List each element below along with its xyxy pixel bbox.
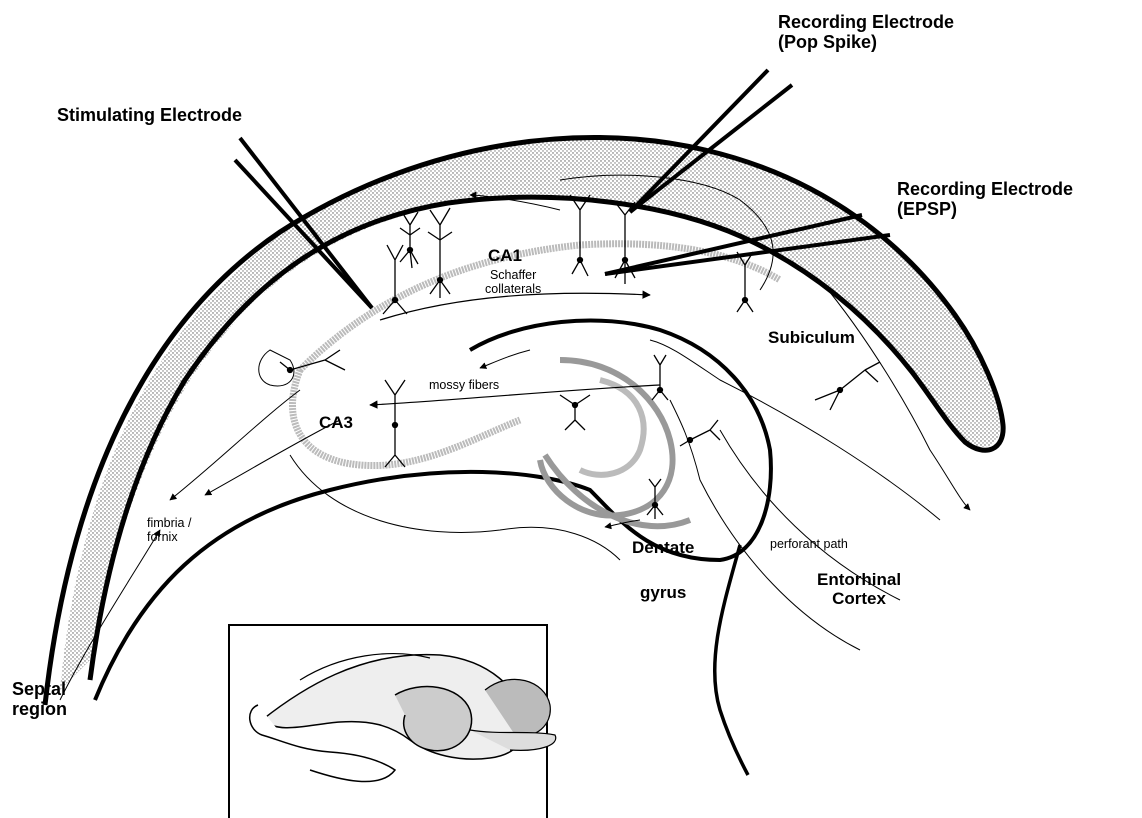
granule-layer-2 <box>580 380 644 475</box>
schaffer-line2: collaterals <box>485 282 541 296</box>
entorhinal-line2: Cortex <box>817 589 901 608</box>
fimbria-fiber-1 <box>170 390 300 500</box>
septal-region-label: Septal region <box>12 679 67 719</box>
neuron-ca1-b <box>428 208 452 298</box>
septal-line1: Septal <box>12 679 67 699</box>
entorhinal-line1: Entorhinal <box>817 570 901 589</box>
ca3-label: CA3 <box>319 413 353 432</box>
entorhinal-cortex-label: Entorhinal Cortex <box>817 570 901 608</box>
recording-epsp-line1: Recording Electrode <box>897 179 1073 199</box>
schaffer-line1: Schaffer <box>485 268 541 282</box>
gyrus-label: gyrus <box>640 583 686 602</box>
schaffer-fiber <box>380 293 650 320</box>
stimulating-electrode-label: Stimulating Electrode <box>57 105 242 125</box>
hilus-layer <box>545 455 690 526</box>
perforant-fiber-1 <box>650 340 940 520</box>
fimbria-fornix-label: fimbria / fornix <box>147 516 191 544</box>
dentate-label: Dentate <box>632 538 694 557</box>
recording-electrode-epsp-label: Recording Electrode (EPSP) <box>897 179 1073 219</box>
neuron-entorhinal <box>815 362 880 410</box>
ca1-label: CA1 <box>488 246 522 265</box>
mossy-fibers-label: mossy fibers <box>429 378 499 392</box>
dentate-tail <box>715 545 748 775</box>
recording-electrode-pop-spike-label: Recording Electrode (Pop Spike) <box>778 12 954 52</box>
perforant-fiber-2 <box>670 400 860 650</box>
neuron-ca1-a <box>400 212 420 268</box>
inset-brain-sketch <box>229 625 556 818</box>
recording-pop-spike-line2: (Pop Spike) <box>778 32 954 52</box>
schaffer-collaterals-label: Schaffer collaterals <box>485 268 541 296</box>
recording-epsp-line2: (EPSP) <box>897 199 1073 219</box>
subiculum-label: Subiculum <box>768 328 855 347</box>
fimbria-line2: fornix <box>147 530 191 544</box>
perforant-path-label: perforant path <box>770 537 848 551</box>
fimbria-line1: fimbria / <box>147 516 191 530</box>
septal-line2: region <box>12 699 67 719</box>
neuron-ca3-a <box>385 380 405 467</box>
neuron-dentate-a <box>652 355 668 400</box>
neuron-hilus <box>560 395 590 430</box>
neuron-dentate-b <box>680 420 720 446</box>
neuron-subiculum <box>737 252 753 312</box>
neuron-ca1-d <box>570 195 590 276</box>
mossy-fiber <box>370 385 660 405</box>
recording-pop-spike-line1: Recording Electrode <box>778 12 954 32</box>
hilus-arrow <box>480 350 530 368</box>
